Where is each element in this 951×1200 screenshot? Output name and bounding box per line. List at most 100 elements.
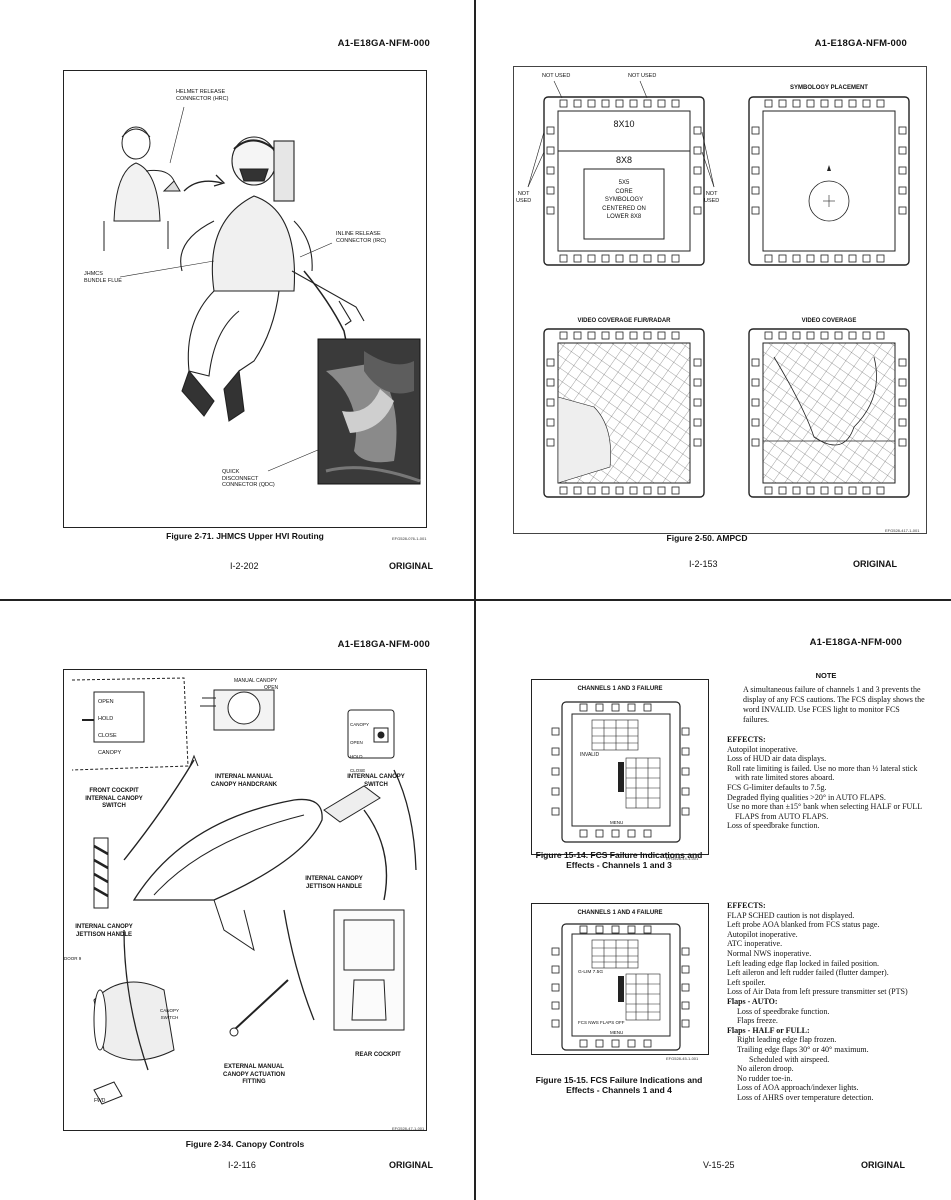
label-8x10: 8X10 — [613, 119, 635, 129]
figure-frame: NOT USED NOT USED NOT USED NOT USED 8X10… — [513, 66, 927, 534]
label-irc: INLINE RELEASE CONNECTOR (IRC) — [336, 231, 387, 244]
status-label: ORIGINAL — [389, 1160, 433, 1170]
figure-caption: Figure 2-71. JHMCS Upper HVI Routing — [166, 531, 324, 541]
label-open: OPEN — [264, 685, 279, 691]
label-not-used-2: NOT USED — [628, 73, 657, 79]
effects1-title: EFFECTS: — [727, 735, 766, 744]
front-switch-options: OPEN HOLD CLOSE CANOPY — [94, 692, 144, 763]
switch-option-close: CLOSE — [98, 732, 117, 739]
fig2-nws: FCS NWS FLAPS OFF — [578, 1020, 625, 1025]
flaps-half-item: Trailing edge flaps 30° or 40° maximum. — [737, 1044, 869, 1054]
effect1-item: Loss of speedbrake function. — [727, 821, 820, 831]
header-code: A1-E18GA-NFM-000 — [337, 639, 430, 650]
figure-code: EFG528-417-1-001 — [885, 528, 920, 533]
label-core-symbology: 5X5 CORE SYMBOLOGY CENTERED ON LOWER 8X8 — [602, 180, 646, 220]
label-rear-cockpit: REAR COCKPIT — [355, 1052, 401, 1058]
flaps-half-item: Loss of AHRS over temperature detection. — [737, 1092, 874, 1102]
label-bundle-flue: JHMCS BUNDLE FLUE — [84, 271, 122, 284]
fcs-display-ch14 — [551, 923, 690, 1051]
effects-ch13: EFFECTS: Autopilot inoperative. Loss of … — [727, 735, 927, 831]
canopy-illustration — [71, 677, 417, 1105]
effect2-item: ATC inoperative. — [727, 939, 783, 949]
canopy-switch-options: CANOPY OPEN HOLD CLOSE — [350, 714, 369, 781]
fig1-caption: Figure 15-14. FCS Failure Indications an… — [535, 850, 703, 870]
label-handcrank: INTERNAL MANUAL CANOPY HANDCRANK — [210, 774, 278, 788]
page-number: I-2-153 — [689, 559, 718, 569]
label-canopy-switch: INTERNAL CANOPY SWITCH — [347, 774, 405, 788]
label-video-coverage: VIDEO COVERAGE — [801, 318, 857, 324]
flaps-auto-heading: Flaps - AUTO: — [727, 996, 778, 1006]
label-not-used-left: NOT USED — [516, 191, 532, 204]
label-front-switch: FRONT COCKPIT INTERNAL CANOPY SWITCH — [85, 788, 143, 809]
note-block: NOTE A simultaneous failure of channels … — [727, 671, 925, 725]
fig1-code: EFG528-44-1-001 — [666, 856, 699, 861]
effect2-item: Left leading edge flap locked in failed … — [727, 958, 879, 968]
effect2-item: Normal NWS inoperative. — [727, 948, 812, 958]
page-number: I-2-116 — [228, 1160, 256, 1170]
effect2-item: FLAP SCHED caution is not displayed. — [727, 910, 855, 920]
effect2-item: Left spoiler. — [727, 977, 766, 987]
page-fcs-failures: A1-E18GA-NFM-000 NOTE A simultaneous fai… — [477, 601, 951, 1199]
effect2-item: Autopilot inoperative. — [727, 929, 798, 939]
figure-caption: Figure 2-50. AMPCD — [666, 533, 748, 543]
fig1-menu: MENU — [610, 820, 624, 825]
effect2-item: Loss of Air Data from left pressure tran… — [727, 987, 908, 997]
flaps-half-item: Right leading edge flap frozen. — [737, 1035, 837, 1045]
figure-caption: Figure 2-34. Canopy Controls — [185, 1139, 305, 1149]
figure-code: EFG528-47-1-001 — [392, 1126, 425, 1131]
figure-code: EFG528-076-1-001 — [392, 536, 427, 541]
status-label: ORIGINAL — [861, 1160, 905, 1170]
label-manual-canopy: MANUAL CANOPY — [234, 678, 278, 684]
effect2-item: Left aileron and left rudder failed (flu… — [727, 968, 889, 978]
header-code: A1-E18GA-NFM-000 — [814, 38, 907, 49]
note-title: NOTE — [815, 671, 837, 680]
fcs-display-ch13 — [551, 701, 690, 843]
fig1-title: CHANNELS 1 AND 3 FAILURE — [577, 686, 663, 692]
switch-option-hold: HOLD — [98, 715, 114, 722]
label-hrc: HELMET RELEASE CONNECTOR (HRC) — [176, 89, 229, 102]
label-symbology-placement: SYMBOLOGY PLACEMENT — [790, 85, 868, 91]
figure-frame: HELMET RELEASE CONNECTOR (HRC) INLINE RE… — [63, 70, 427, 528]
flaps-half-item: Loss of AOA approach/indexer lights. — [737, 1083, 859, 1093]
effect1-item: Degraded flying qualities >20° in AUTO F… — [727, 792, 886, 802]
flaps-half-heading: Flaps - HALF or FULL: — [727, 1025, 810, 1035]
note-text: A simultaneous failure of channels 1 and… — [743, 685, 925, 724]
label-qdc: QUICK DISCONNECT CONNECTOR (QDC) — [222, 469, 275, 488]
page-number: I-2-202 — [230, 561, 259, 571]
label-video-flir-radar: VIDEO COVERAGE FLIR/RADAR — [577, 318, 671, 324]
effect2-item: Left probe AOA blanked from FCS status p… — [727, 920, 880, 930]
effects-ch14: EFFECTS: FLAP SCHED caution is not displ… — [727, 901, 927, 1102]
ampcd-displays — [527, 80, 910, 498]
fig2-code: EFG528-45-1-001 — [666, 1056, 699, 1061]
page-jhmcs-routing: A1-E18GA-NFM-000 — [0, 0, 474, 598]
sw-option-hold: HOLD — [350, 754, 363, 759]
flaps-half-item: Scheduled with airspeed. — [749, 1054, 830, 1064]
page-number: V-15-25 — [703, 1160, 735, 1170]
sw-option-close: CLOSE — [350, 768, 366, 773]
label-canopy-switch-small: CANOPY SWITCH — [160, 1008, 180, 1020]
effect1-item: Autopilot inoperative. — [727, 744, 798, 754]
sw-option-open: OPEN — [350, 740, 363, 745]
effect1-item: FCS G-limiter defaults to 7.5g. — [727, 782, 827, 792]
label-fwd: FWD — [94, 1098, 106, 1104]
jhmcs-illustration — [103, 106, 421, 485]
label-not-used-1: NOT USED — [542, 73, 571, 79]
flaps-auto-item: Flaps freeze. — [737, 1016, 778, 1026]
sw-option-canopy: CANOPY — [350, 722, 370, 727]
fcs-figure-ch13: CHANNELS 1 AND 3 FAILURE INVALID MENU — [531, 679, 709, 855]
effect1-item: Roll rate limiting is failed. Use no mor… — [727, 763, 918, 783]
switch-option-canopy: CANOPY — [98, 749, 122, 756]
flaps-half-item: No rudder toe-in. — [737, 1073, 793, 1083]
flaps-half-item: No aileron droop. — [737, 1064, 794, 1074]
label-not-used-right: NOT USED — [704, 191, 720, 204]
page-ampcd: A1-E18GA-NFM-000 — [477, 0, 951, 598]
effects2-title: EFFECTS: — [727, 901, 766, 910]
effect1-item: Use no more than ±15° bank when selectin… — [727, 802, 922, 821]
status-label: ORIGINAL — [853, 559, 897, 569]
horizontal-page-divider — [0, 599, 951, 601]
header-code: A1-E18GA-NFM-000 — [337, 38, 430, 49]
fig2-glim: G-LIM 7.5G — [578, 970, 604, 975]
header-code: A1-E18GA-NFM-000 — [809, 637, 902, 648]
figure-frame: OPEN HOLD CLOSE CANOPY FRONT COCKPIT INT… — [63, 669, 427, 1131]
fig2-menu: MENU — [610, 1030, 624, 1035]
